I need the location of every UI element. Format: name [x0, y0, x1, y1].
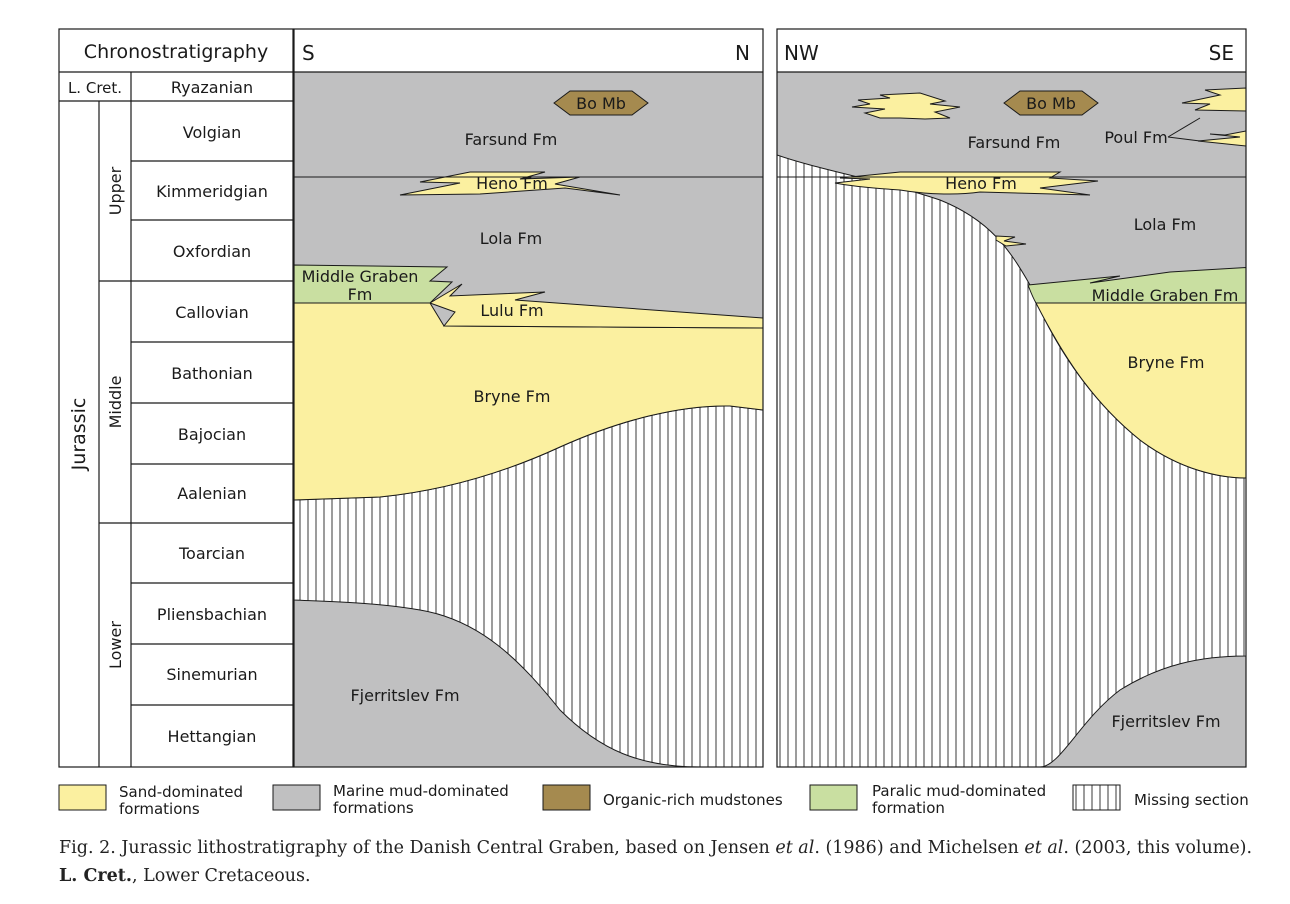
- figure-caption: Fig. 2. Jurassic lithostratigraphy of th…: [59, 834, 1259, 890]
- legend-sand-line1: Sand-dominated: [119, 783, 243, 801]
- caption-text-3: . (2003, this volume).: [1063, 838, 1253, 858]
- label-middle-graben-left-1: Middle Graben: [302, 267, 419, 286]
- lower-cretaceous-label: L. Cret.: [68, 79, 122, 97]
- label-middle-graben-fm-right: Middle Graben Fm: [1092, 286, 1239, 305]
- caption-text-1: Fig. 2. Jurassic lithostratigraphy of th…: [59, 838, 776, 858]
- stage-aalenian: Aalenian: [177, 484, 247, 503]
- chronostratigraphy-column: [58, 28, 294, 768]
- legend-paralic-line1: Paralic mud-dominated: [872, 782, 1046, 800]
- heno-fm-right: [834, 171, 1099, 196]
- legend-marine-line2: formations: [333, 799, 414, 817]
- label-poul-fm: Poul Fm: [1104, 128, 1167, 147]
- label-heno-fm-left: Heno Fm: [476, 174, 548, 193]
- series-middle-label: Middle: [106, 376, 125, 429]
- direction-nw: NW: [784, 41, 819, 65]
- lulu-fm-left: [428, 283, 763, 329]
- label-farsund-fm-left: Farsund Fm: [465, 130, 558, 149]
- legend-item-paralic: Paralic mud-dominated formation: [809, 782, 1046, 817]
- label-lulu-fm-left: Lulu Fm: [480, 301, 543, 320]
- caption-etal-2: et al: [1024, 838, 1064, 858]
- stage-toarcian: Toarcian: [178, 544, 245, 563]
- direction-n: N: [735, 41, 750, 65]
- label-bryne-fm-right: Bryne Fm: [1128, 353, 1205, 372]
- stage-volgian: Volgian: [183, 123, 241, 142]
- legend-item-organic: Organic-rich mudstones: [542, 784, 783, 811]
- stage-bajocian: Bajocian: [178, 425, 246, 444]
- caption-text-2: . (1986) and Michelsen: [814, 838, 1025, 858]
- stage-callovian: Callovian: [175, 303, 249, 322]
- label-middle-graben-left-2: Fm: [348, 285, 373, 304]
- label-farsund-fm-right: Farsund Fm: [968, 133, 1061, 152]
- label-lola-fm-left: Lola Fm: [480, 229, 543, 248]
- bryne-fm-right: [1035, 302, 1246, 479]
- legend-item-missing: Missing section: [1072, 784, 1249, 811]
- legend-item-sand: Sand-dominated formations: [58, 783, 243, 818]
- direction-s: S: [302, 41, 315, 65]
- lithostratigraphy-figure: Chronostratigraphy L. Cret. Jurassic Upp…: [58, 28, 1249, 818]
- chronostratigraphy-header: Chronostratigraphy: [84, 41, 268, 63]
- legend-missing-line1: Missing section: [1134, 791, 1249, 809]
- caption-abbr-rest: , Lower Cretaceous.: [131, 866, 311, 886]
- label-heno-fm-right: Heno Fm: [945, 174, 1017, 193]
- legend-organic-line1: Organic-rich mudstones: [603, 791, 783, 809]
- poul-fm-upper: [1181, 87, 1246, 112]
- heno-fm-left: [399, 171, 621, 196]
- caption-abbr-bold: L. Cret.: [59, 866, 132, 886]
- stage-labels: Ryazanian Volgian Kimmeridgian Oxfordian…: [156, 78, 268, 746]
- label-lola-fm-right: Lola Fm: [1134, 215, 1197, 234]
- legend-sand-line2: formations: [119, 800, 200, 818]
- label-bo-mb-left: Bo Mb: [576, 94, 626, 113]
- sand-lens-right: [851, 92, 961, 120]
- section-nw-se: NW SE Bo Mb Farsund Fm Poul Fm Heno Fm L…: [776, 28, 1247, 768]
- stage-hettangian: Hettangian: [168, 727, 257, 746]
- stage-pliensbachian: Pliensbachian: [157, 605, 267, 624]
- sand-wedge-right: [995, 235, 1027, 247]
- legend-paralic-line2: formation: [872, 799, 945, 817]
- series-upper-label: Upper: [106, 166, 125, 215]
- label-fjerritslev-fm-left: Fjerritslev Fm: [350, 686, 459, 705]
- stage-ryazanian: Ryazanian: [171, 78, 253, 97]
- stage-bathonian: Bathonian: [171, 364, 253, 383]
- label-bryne-fm-left: Bryne Fm: [474, 387, 551, 406]
- legend-marine-line1: Marine mud-dominated: [333, 782, 509, 800]
- direction-se: SE: [1209, 41, 1234, 65]
- stage-kimmeridgian: Kimmeridgian: [156, 182, 268, 201]
- stage-oxfordian: Oxfordian: [173, 242, 251, 261]
- section-s-n: S N Bo Mb Farsund Fm Heno Fm Lola Fm Mid…: [293, 28, 764, 768]
- middle-graben-fm-left: [294, 264, 454, 304]
- poul-fm-lower: [1197, 130, 1246, 147]
- bryne-fm-left: [294, 302, 763, 501]
- stage-sinemurian: Sinemurian: [166, 665, 257, 684]
- series-lower-label: Lower: [106, 621, 125, 669]
- caption-etal-1: et al: [775, 838, 815, 858]
- bo-mb-left: [553, 90, 649, 116]
- legend-item-marine-mud: Marine mud-dominated formations: [272, 782, 509, 817]
- bo-mb-right: [1003, 90, 1099, 116]
- legend: Sand-dominated formations Marine mud-dom…: [58, 782, 1249, 818]
- middle-graben-fm-right: [1027, 266, 1246, 304]
- label-bo-mb-right: Bo Mb: [1026, 94, 1076, 113]
- jurassic-label: Jurassic: [68, 398, 90, 472]
- label-fjerritslev-fm-right: Fjerritslev Fm: [1111, 712, 1220, 731]
